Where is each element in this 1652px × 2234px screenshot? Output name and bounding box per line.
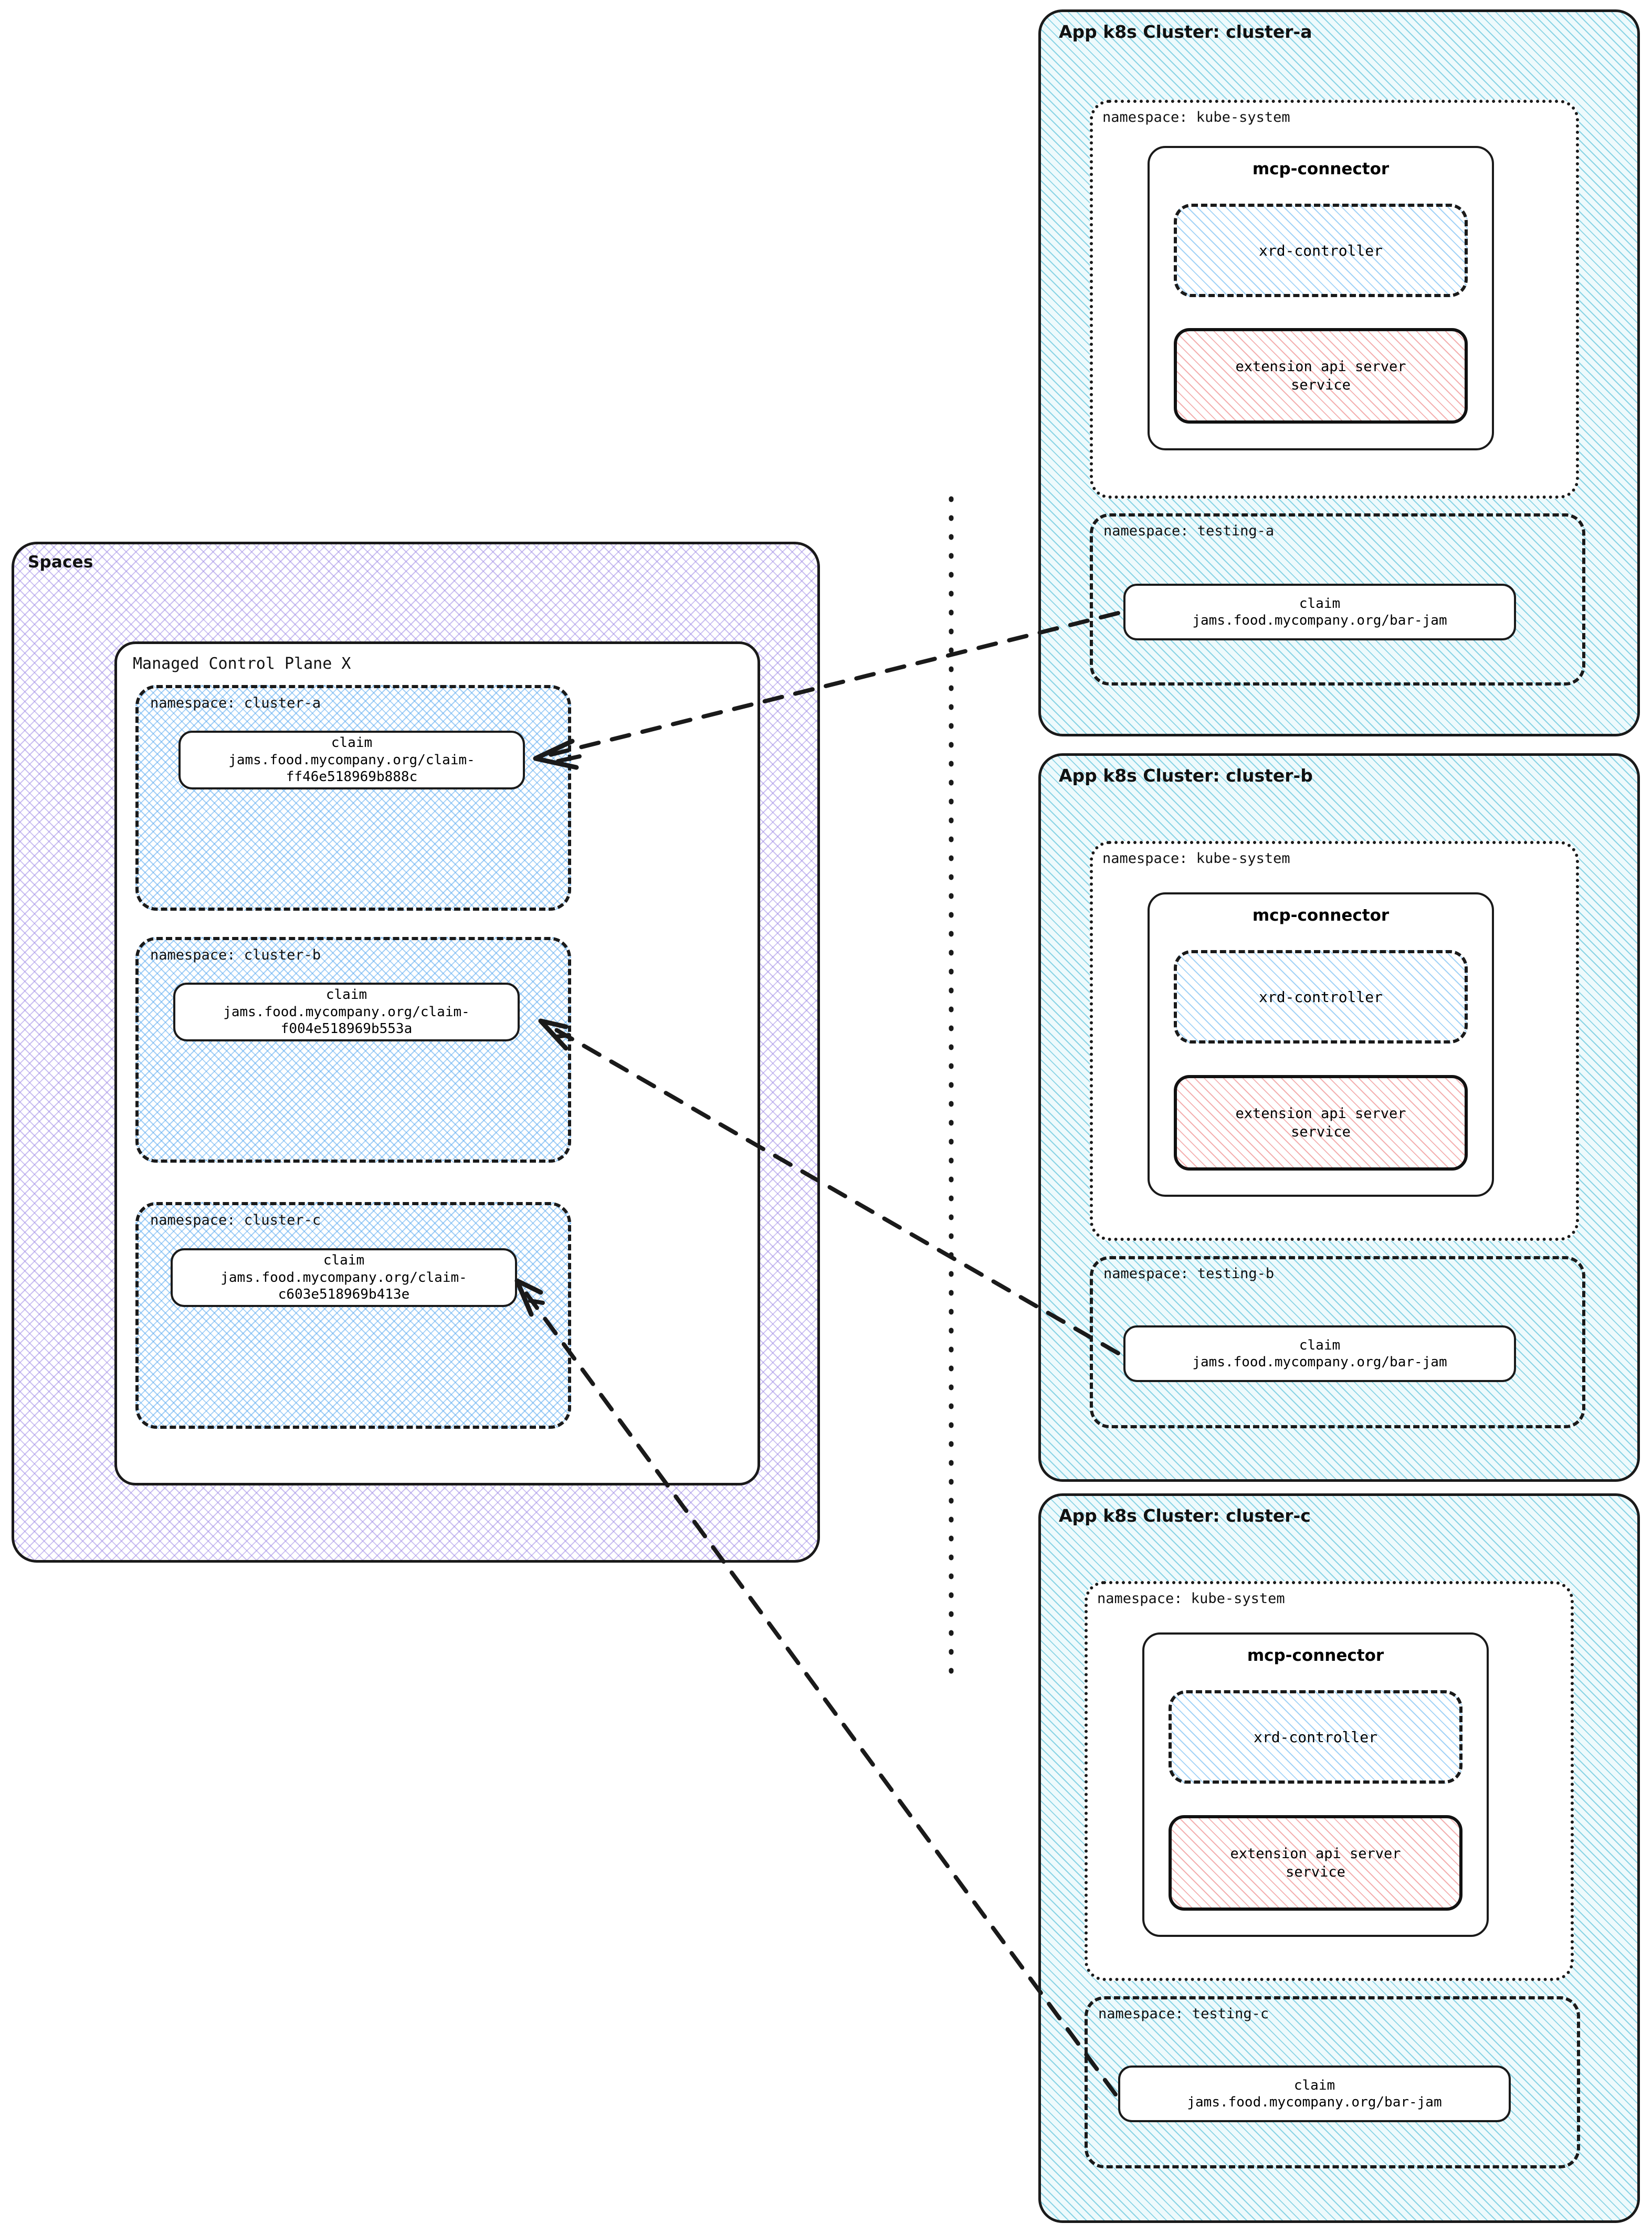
cluster-b-testing-label: namespace: testing-b	[1103, 1266, 1275, 1282]
claim-cluster-a[interactable]: claim jams.food.mycompany.org/claim- ff4…	[178, 731, 525, 789]
claim-ref-line2: f004e518969b553a	[280, 1021, 413, 1037]
claim-kind: claim	[323, 1252, 365, 1269]
cluster-a-xrd-controller: xrd-controller	[1174, 204, 1468, 297]
cluster-a-testing-claim[interactable]: claim jams.food.mycompany.org/bar-jam	[1123, 584, 1516, 640]
managed-control-plane-label: Managed Control Plane X	[133, 655, 351, 673]
claim-ref-line2: c603e518969b413e	[278, 1287, 410, 1303]
namespace-cluster-b: namespace: cluster-b	[135, 937, 571, 1163]
cluster-b-xrd-controller: xrd-controller	[1174, 950, 1468, 1044]
cluster-a-kube-system-label: namespace: kube-system	[1102, 109, 1290, 125]
namespace-cluster-a-label: namespace: cluster-a	[150, 695, 321, 711]
claim-ref-line1: jams.food.mycompany.org/claim-	[220, 1269, 467, 1285]
cluster-c-extension-api-server: extension api server service	[1169, 1815, 1462, 1911]
cluster-c-label: App k8s Cluster: cluster-c	[1059, 1505, 1311, 1526]
cluster-b-xrd-controller-label: xrd-controller	[1258, 988, 1383, 1006]
cluster-a-xrd-controller-label: xrd-controller	[1258, 241, 1383, 259]
cluster-b-testing-claim[interactable]: claim jams.food.mycompany.org/bar-jam	[1123, 1325, 1516, 1382]
cluster-b-label: App k8s Cluster: cluster-b	[1059, 765, 1313, 786]
claim-ref-line1: jams.food.mycompany.org/claim-	[223, 1004, 470, 1020]
cluster-b-extension-api-server-label: extension api server service	[1235, 1105, 1406, 1140]
claim-ref: jams.food.mycompany.org/bar-jam	[1187, 2094, 1442, 2110]
claim-ref: jams.food.mycompany.org/bar-jam	[1192, 613, 1447, 628]
cluster-a-extension-api-server: extension api server service	[1174, 328, 1468, 424]
claim-ref: jams.food.mycompany.org/bar-jam	[1192, 1354, 1447, 1370]
claim-kind: claim	[1293, 2077, 1335, 2093]
claim-kind: claim	[1299, 1337, 1341, 1353]
cluster-a-testing-label: namespace: testing-a	[1103, 523, 1275, 539]
namespace-cluster-a: namespace: cluster-a	[135, 685, 571, 911]
cluster-c-testing-claim[interactable]: claim jams.food.mycompany.org/bar-jam	[1118, 2066, 1511, 2122]
cluster-a-extension-api-server-label: extension api server service	[1235, 358, 1406, 393]
cluster-a-mcp-connector-label: mcp-connector	[1252, 160, 1390, 178]
cluster-c-xrd-controller-label: xrd-controller	[1253, 1728, 1377, 1746]
cluster-c-kube-system-label: namespace: kube-system	[1097, 1590, 1285, 1607]
cluster-c-xrd-controller: xrd-controller	[1169, 1690, 1462, 1784]
claim-kind: claim	[325, 987, 367, 1003]
namespace-cluster-b-label: namespace: cluster-b	[150, 947, 321, 963]
cluster-a-testing-namespace: namespace: testing-a	[1090, 513, 1585, 686]
cluster-c-mcp-connector-label: mcp-connector	[1247, 1646, 1384, 1665]
claim-kind: claim	[1299, 595, 1341, 612]
cluster-a-label: App k8s Cluster: cluster-a	[1059, 22, 1312, 42]
claim-cluster-b[interactable]: claim jams.food.mycompany.org/claim- f00…	[173, 983, 520, 1041]
cluster-b-kube-system-label: namespace: kube-system	[1102, 850, 1290, 867]
namespace-cluster-c: namespace: cluster-c	[135, 1202, 571, 1429]
spaces-label: Spaces	[28, 553, 93, 572]
cluster-c-testing-label: namespace: testing-c	[1098, 2006, 1269, 2022]
cluster-b-mcp-connector-label: mcp-connector	[1252, 906, 1390, 925]
claim-cluster-c[interactable]: claim jams.food.mycompany.org/claim- c60…	[171, 1248, 517, 1307]
claim-kind: claim	[331, 735, 373, 751]
claim-ref-line2: ff46e518969b888c	[286, 769, 418, 785]
namespace-cluster-c-label: namespace: cluster-c	[150, 1212, 321, 1228]
cluster-b-extension-api-server: extension api server service	[1174, 1075, 1468, 1171]
cluster-c-extension-api-server-label: extension api server service	[1230, 1845, 1401, 1880]
claim-ref-line1: jams.food.mycompany.org/claim-	[228, 752, 475, 768]
